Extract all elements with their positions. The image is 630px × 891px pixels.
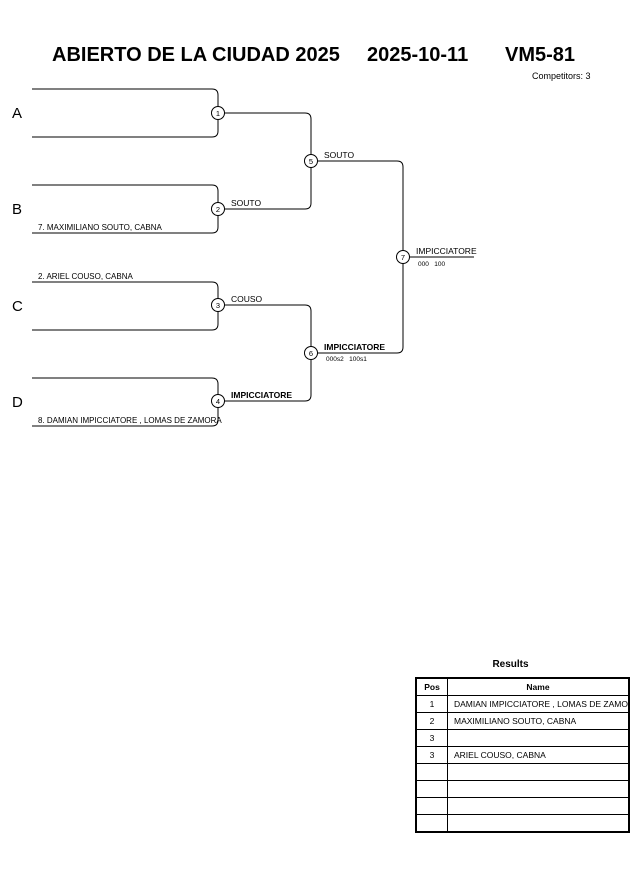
match-6-score: 000s2 100s1 <box>326 356 367 363</box>
results-header-name: Name <box>446 677 630 696</box>
result-name: ARIEL COUSO, CABNA <box>446 746 630 764</box>
result-name <box>446 729 630 747</box>
match-4-winner: IMPICCIATORE <box>231 390 292 400</box>
results-table: Pos Name 1 DAMIAN IMPICCIATORE , LOMAS D… <box>415 677 630 833</box>
result-pos: 3 <box>415 729 448 747</box>
result-name <box>446 780 630 798</box>
category-code: VM5-81 <box>505 44 576 66</box>
match-5-number: 5 <box>309 157 313 166</box>
result-pos <box>415 814 448 833</box>
entry-c: 2. ARIEL COUSO, CABNA <box>38 272 134 281</box>
table-row: 1 DAMIAN IMPICCIATORE , LOMAS DE ZAMO <box>415 695 630 713</box>
table-row: 3 ARIEL COUSO, CABNA <box>415 746 630 764</box>
bracket-line-bottom <box>218 304 312 402</box>
result-name <box>446 763 630 781</box>
table-row: 2 MAXIMILIANO SOUTO, CABNA <box>415 712 630 730</box>
result-pos <box>415 780 448 798</box>
tournament-title: ABIERTO DE LA CIUDAD 2025 <box>52 44 340 66</box>
match-4-circle <box>211 394 225 408</box>
result-name <box>446 814 630 833</box>
result-pos: 2 <box>415 712 448 730</box>
match-3-winner: COUSO <box>231 294 263 304</box>
competitors-count: Competitors: 3 <box>532 71 591 81</box>
pool-label-a: A <box>12 105 22 122</box>
header: ABIERTO DE LA CIUDAD 2025 2025-10-11 VM5… <box>0 44 630 72</box>
table-row <box>415 797 630 815</box>
bracket-line-final <box>311 160 404 354</box>
pool-label-c: C <box>12 298 23 315</box>
match-2-circle <box>211 202 225 216</box>
match-6-number: 6 <box>309 349 313 358</box>
entry-b: 7. MAXIMILIANO SOUTO, CABNA <box>38 223 163 232</box>
result-pos: 1 <box>415 695 448 713</box>
match-2-winner: SOUTO <box>231 198 261 208</box>
table-row <box>415 780 630 798</box>
match-5-winner: SOUTO <box>324 150 354 160</box>
match-1-number: 1 <box>216 109 220 118</box>
match-7-winner: IMPICCIATORE <box>416 246 477 256</box>
pool-label-b: B <box>12 201 22 218</box>
result-name: MAXIMILIANO SOUTO, CABNA <box>446 712 630 730</box>
results-title: Results <box>492 659 529 670</box>
bracket-line-c <box>32 281 219 331</box>
match-3-number: 3 <box>216 301 220 310</box>
tournament-date: 2025-10-11 <box>367 44 469 66</box>
match-2-number: 2 <box>216 205 220 214</box>
result-pos <box>415 763 448 781</box>
table-row <box>415 814 630 833</box>
result-name <box>446 797 630 815</box>
table-row <box>415 763 630 781</box>
match-5-circle <box>304 154 318 168</box>
match-6-circle <box>304 346 318 360</box>
result-name: DAMIAN IMPICCIATORE , LOMAS DE ZAMO <box>446 695 630 713</box>
result-pos: 3 <box>415 746 448 764</box>
results-header-pos: Pos <box>415 677 448 696</box>
match-3-circle <box>211 298 225 312</box>
match-7-score: 000 100 <box>418 261 445 268</box>
match-7-number: 7 <box>401 253 405 262</box>
bracket-line-top <box>218 112 312 210</box>
match-4-number: 4 <box>216 397 220 406</box>
table-row: 3 <box>415 729 630 747</box>
match-6-winner: IMPICCIATORE <box>324 342 385 352</box>
pool-label-d: D <box>12 394 23 411</box>
match-1-circle <box>211 106 225 120</box>
result-pos <box>415 797 448 815</box>
entry-d: 8. DAMIAN IMPICCIATORE , LOMAS DE ZAMORA <box>38 416 222 425</box>
match-7-circle <box>396 250 410 264</box>
bracket-line-a <box>32 88 219 138</box>
